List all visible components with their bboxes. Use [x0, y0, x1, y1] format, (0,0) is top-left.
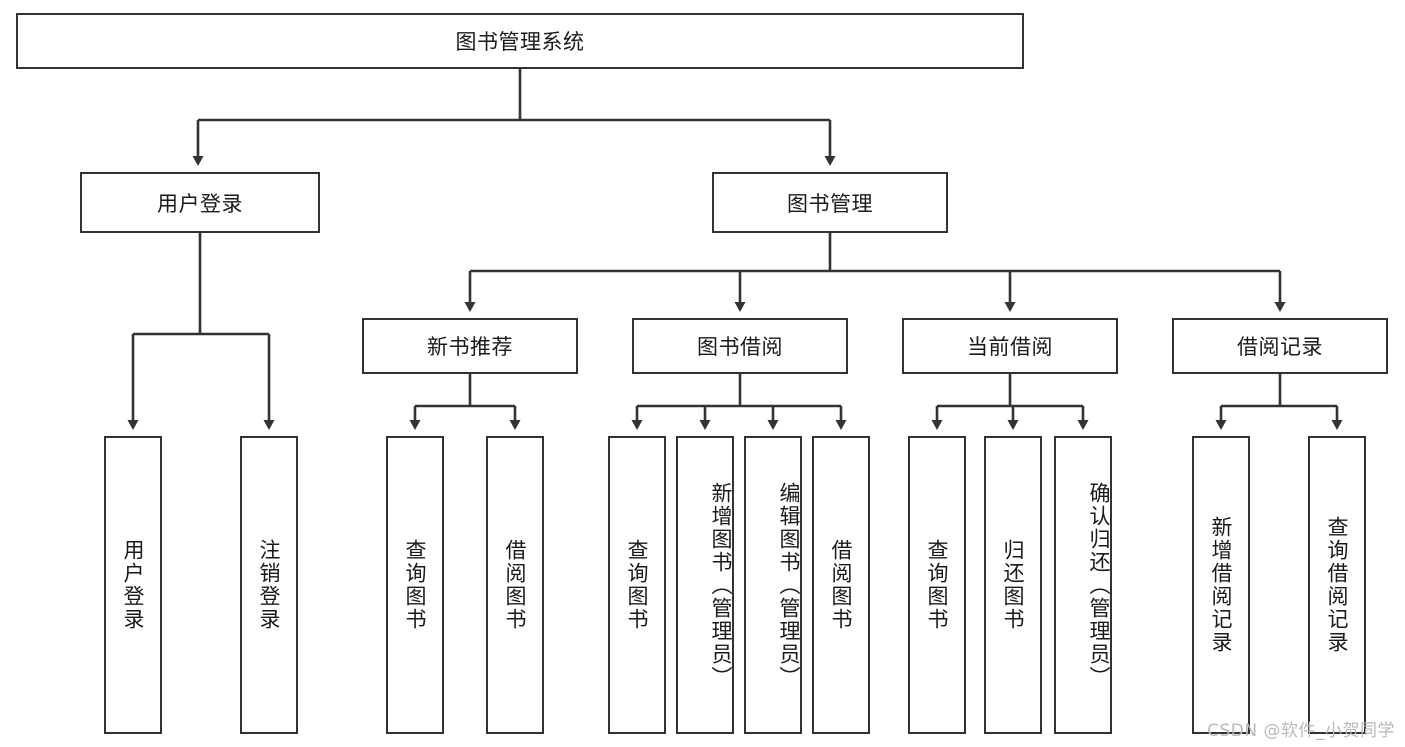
node-current-borrow-label: 当前借阅 — [967, 335, 1053, 359]
leaf-borrow-book-2-label: 借阅图书 — [829, 539, 854, 631]
node-root[interactable]: 图书管理系统 — [16, 13, 1024, 69]
leaf-add-book-admin-label: 新增图书（管理员） — [709, 481, 733, 689]
leaf-add-borrow-record[interactable]: 新增借阅记录 — [1192, 436, 1250, 734]
leaf-confirm-return-admin-label: 确认归还（管理员） — [1087, 481, 1111, 689]
csdn-watermark: CSDN @软件_小贺同学 — [1207, 721, 1395, 741]
node-book-borrow-label: 图书借阅 — [697, 335, 783, 359]
leaf-user-logout[interactable]: 注销登录 — [240, 436, 298, 734]
leaf-add-borrow-record-label: 新增借阅记录 — [1209, 516, 1234, 654]
leaf-user-logout-label: 注销登录 — [257, 539, 282, 631]
node-user-login-label: 用户登录 — [157, 191, 243, 216]
leaf-query-borrow-record[interactable]: 查询借阅记录 — [1308, 436, 1366, 734]
node-book-manage[interactable]: 图书管理 — [712, 172, 948, 233]
node-current-borrow[interactable]: 当前借阅 — [902, 318, 1118, 374]
leaf-query-book-2[interactable]: 查询图书 — [608, 436, 666, 734]
node-new-book-recommend[interactable]: 新书推荐 — [362, 318, 578, 374]
leaf-borrow-book-1-label: 借阅图书 — [503, 539, 528, 631]
leaf-borrow-book-2[interactable]: 借阅图书 — [812, 436, 870, 734]
leaf-query-book-2-label: 查询图书 — [625, 539, 650, 631]
leaf-user-login-label: 用户登录 — [121, 539, 146, 631]
leaf-borrow-book-1[interactable]: 借阅图书 — [486, 436, 544, 734]
leaf-edit-book-admin-label: 编辑图书（管理员） — [777, 481, 801, 689]
node-borrow-record[interactable]: 借阅记录 — [1172, 318, 1388, 374]
leaf-query-book-3-label: 查询图书 — [925, 539, 950, 631]
leaf-confirm-return-admin[interactable]: 确认归还（管理员） — [1054, 436, 1112, 734]
leaf-query-book-1-label: 查询图书 — [403, 539, 428, 631]
leaf-query-book-3[interactable]: 查询图书 — [908, 436, 966, 734]
leaf-query-book-1[interactable]: 查询图书 — [386, 436, 444, 734]
node-borrow-record-label: 借阅记录 — [1237, 335, 1323, 359]
leaf-return-book[interactable]: 归还图书 — [984, 436, 1042, 734]
leaf-edit-book-admin[interactable]: 编辑图书（管理员） — [744, 436, 802, 734]
node-book-manage-label: 图书管理 — [787, 191, 873, 216]
node-user-login[interactable]: 用户登录 — [80, 172, 320, 233]
node-root-label: 图书管理系统 — [455, 30, 585, 54]
leaf-user-login[interactable]: 用户登录 — [104, 436, 162, 734]
leaf-query-borrow-record-label: 查询借阅记录 — [1325, 516, 1350, 654]
leaf-return-book-label: 归还图书 — [1001, 539, 1026, 631]
leaf-add-book-admin[interactable]: 新增图书（管理员） — [676, 436, 734, 734]
node-new-book-recommend-label: 新书推荐 — [427, 335, 513, 359]
node-book-borrow[interactable]: 图书借阅 — [632, 318, 848, 374]
